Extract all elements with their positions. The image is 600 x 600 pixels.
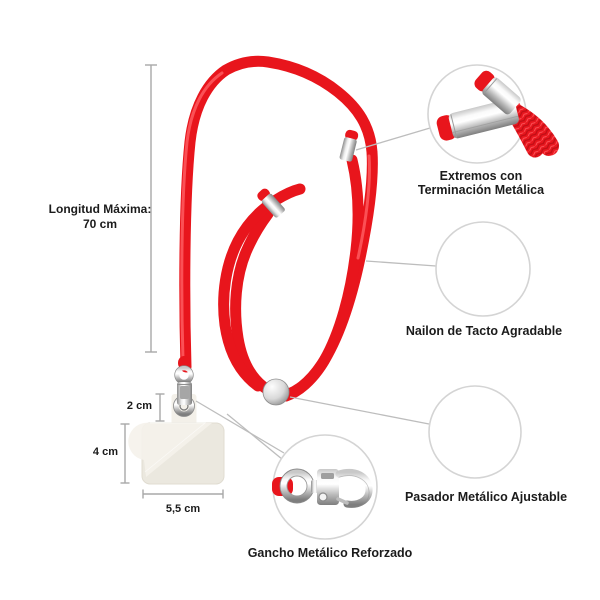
hook-closeup	[272, 468, 373, 508]
ruler-5-5cm	[142, 489, 224, 499]
slider-callout-label: Pasador Metálico Ajustable	[404, 490, 568, 504]
callout-circle-nylon	[435, 221, 531, 317]
cord-inner-strand-1	[230, 208, 274, 396]
lanyard-cord	[179, 55, 378, 406]
tab-measure-label: 2 cm	[126, 400, 152, 412]
cord-main-loop	[179, 55, 378, 402]
card-body	[128, 422, 225, 485]
callout-circle-hook	[272, 434, 378, 540]
tips-label-line1: Extremos con	[439, 169, 523, 183]
hook-callout-label: Gancho Metálico Reforzado	[247, 546, 413, 560]
cord-inner-strand-2	[218, 183, 306, 392]
cord-right-strand	[280, 154, 364, 402]
ruler-2cm	[155, 393, 165, 422]
callout-line-slider	[289, 396, 430, 425]
tips-callout-label: Extremos con Terminación Metálica	[381, 169, 581, 197]
max-length-line2: 70 cm	[82, 217, 118, 231]
callout-line-hook-b	[226, 413, 289, 465]
card-height-label: 4 cm	[92, 446, 118, 458]
cord-highlight	[180, 71, 224, 362]
callout-circle-slider	[428, 385, 522, 479]
hook-clasp	[174, 356, 194, 405]
card-width-label: 5,5 cm	[165, 503, 201, 515]
max-length-label: Longitud Máxima: 70 cm	[40, 202, 160, 232]
callout-circle-tips	[427, 64, 559, 164]
tips-closeup	[436, 70, 559, 158]
cord-highlight-2	[356, 154, 371, 260]
nylon-callout-label: Nailon de Tacto Agradable	[405, 324, 563, 338]
max-length-line1: Longitud Máxima:	[48, 202, 152, 216]
cord-slider-bead	[262, 378, 290, 406]
ruler-70cm	[145, 64, 157, 353]
callout-line-hook-a	[195, 400, 285, 454]
cord-aglet-right	[339, 129, 359, 162]
ruler-4cm	[120, 423, 130, 484]
cord-aglet-left	[257, 188, 285, 218]
callout-line-tips	[355, 127, 431, 151]
callout-line-nylon	[365, 260, 437, 267]
tips-label-line2: Terminación Metálica	[417, 183, 545, 197]
card-adapter	[128, 356, 225, 485]
